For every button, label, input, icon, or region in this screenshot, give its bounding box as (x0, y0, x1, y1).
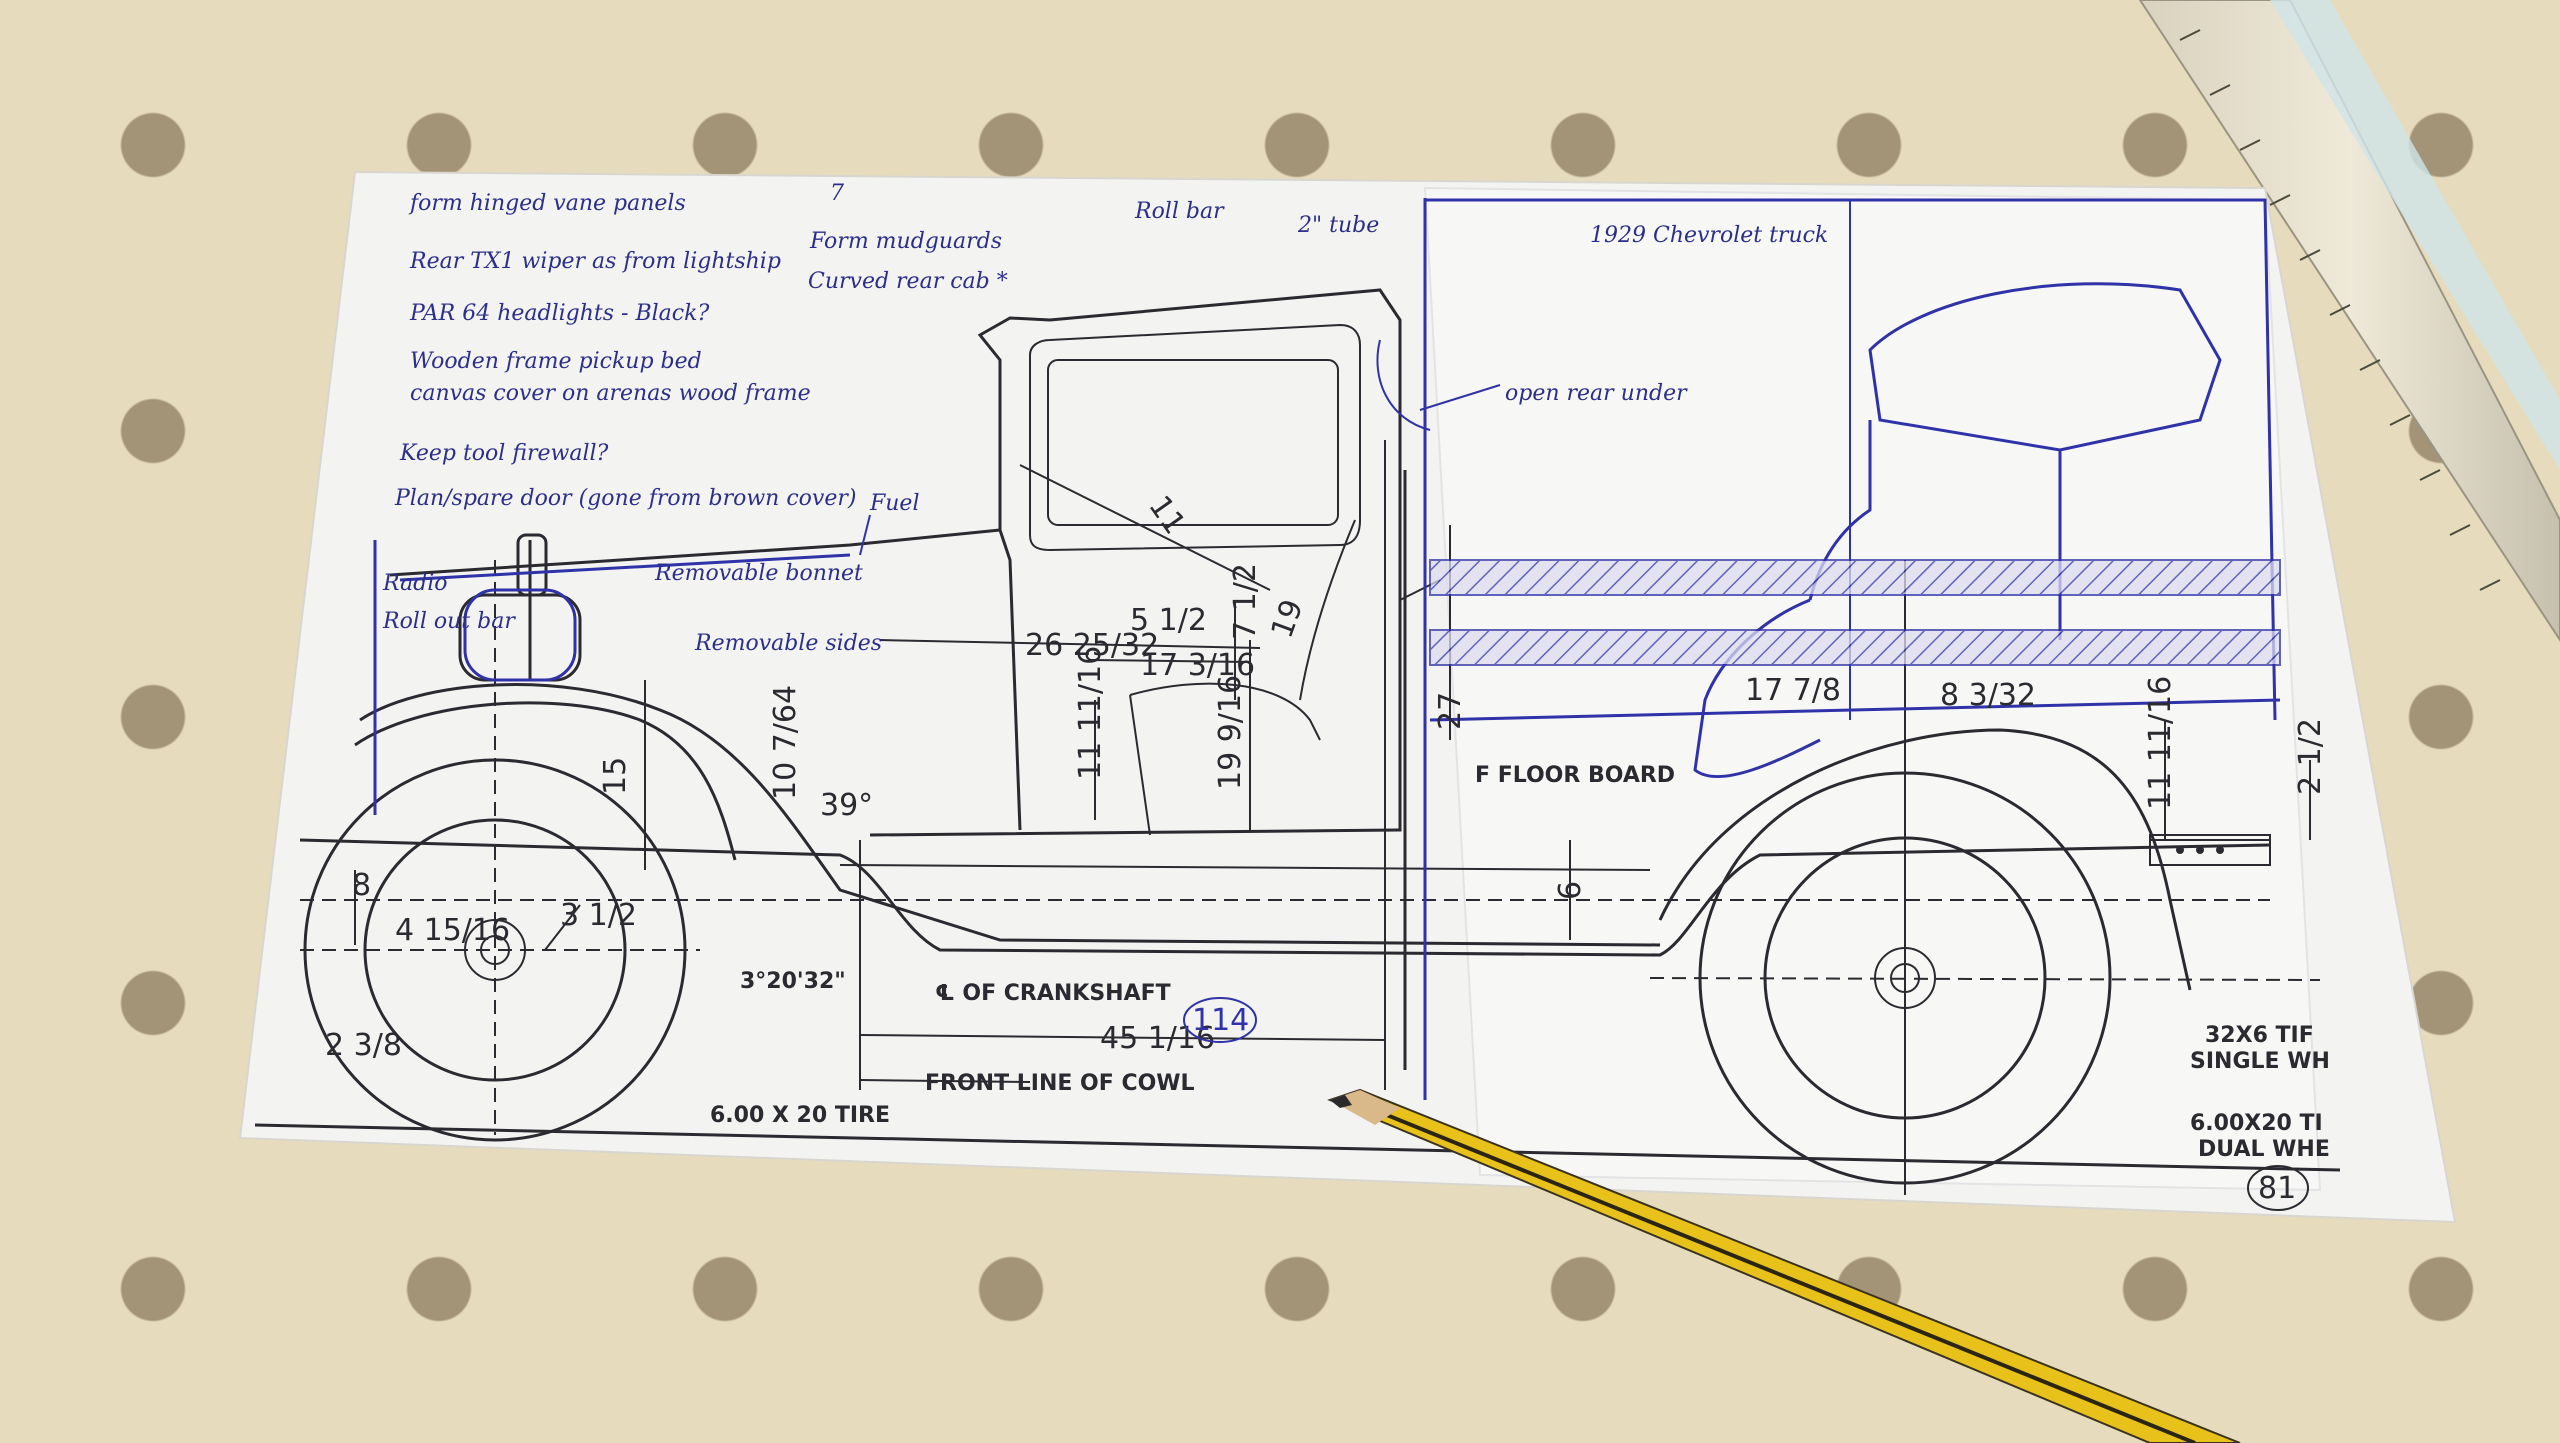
label-rear-tire-single-2: SINGLE WH (2190, 1049, 2330, 1074)
note-bonnet: Removable bonnet (654, 561, 863, 586)
label-rear-tire-dual: 6.00X20 TI (2190, 1111, 2323, 1136)
dim-circled-114: 114 (1192, 1003, 1249, 1038)
dim-bed-h: 27 (1433, 692, 1468, 730)
note-line-6: Keep tool firewall? (399, 441, 609, 466)
dim-bed-b: 8 3/32 (1940, 678, 2036, 713)
dim-wheel-b: 4 15/16 (395, 913, 510, 948)
label-front-tire: 6.00 X 20 TIRE (710, 1103, 890, 1128)
note-line-4: Wooden frame pickup bed (410, 349, 702, 374)
dim-fender-drop: 15 (598, 757, 633, 795)
dim-seat-h: 7 1/2 (1228, 563, 1263, 640)
note-open-rear: open rear under (1505, 381, 1688, 406)
dim-angle: 39° (820, 788, 873, 823)
printed-labels: F FLOOR BOARD ℄ OF CRANKSHAFT FRONT LINE… (710, 763, 2330, 1162)
note-sides: Removable sides (694, 631, 882, 656)
note-line-2: Rear TX1 wiper as from lightship (409, 249, 781, 274)
note-line-7: Plan/spare door (gone from brown cover) (394, 486, 856, 511)
dim-frame-h: 6 (1553, 881, 1588, 900)
dim-fender-h: 11 11/16 (2143, 676, 2178, 810)
label-rear-tire-dual-2: DUAL WHE (2198, 1137, 2330, 1162)
note-radio: Radio (382, 571, 448, 596)
circle-114-mark (1183, 997, 1257, 1043)
note-fuel: Fuel (869, 491, 920, 516)
handwritten-notes: form hinged vane panels Rear TX1 wiper a… (394, 191, 856, 511)
dim-wheel-d: 2 3/8 (325, 1028, 402, 1063)
note-roll-bar: Roll bar (1134, 199, 1225, 224)
note-tube: 2" tube (1297, 213, 1379, 238)
dim-bed-a: 17 7/8 (1745, 673, 1841, 708)
dim-seat: 17 3/16 (1140, 648, 1255, 683)
truck-drawing (299, 288, 2321, 1195)
pencil (1327, 1088, 2241, 1443)
note-line-5: canvas cover on arenas wood frame (410, 381, 811, 406)
scale-ruler (2138, 0, 2560, 642)
dim-hood-angle: 10 7/64 (768, 685, 803, 800)
drawing-paper (238, 170, 2457, 1224)
note-roll-out: Roll out bar (382, 609, 516, 634)
dim-rear-offset: 2 1/2 (2293, 718, 2328, 795)
tracing-overlay (1423, 186, 2322, 1192)
dim-door: 5 1/2 (1130, 603, 1207, 638)
label-front-line-cowl: FRONT LINE OF COWL (925, 1071, 1195, 1096)
dim-wheelbase-part: 45 1/16 (1100, 1021, 1215, 1056)
circle-81-mark (2247, 1165, 2309, 1211)
handwritten-notes-top: 7 Form mudguards Curved rear cab * Roll … (382, 181, 1828, 656)
label-rear-tire-single: 32X6 TIF (2205, 1023, 2314, 1048)
note-top-3: Curved rear cab * (808, 269, 1008, 294)
note-line-1: form hinged vane panels (408, 191, 686, 216)
note-top-2: Form mudguards (809, 229, 1002, 254)
dim-floor-h: 11 11/16 (1073, 646, 1108, 780)
label-floor-board: F FLOOR BOARD (1475, 763, 1675, 788)
note-line-3: PAR 64 headlights - Black? (409, 301, 709, 326)
note-top-1: 7 (830, 181, 844, 206)
label-spring-angle: 3°20'32" (740, 969, 846, 994)
note-truck-title: 1929 Chevrolet truck (1590, 223, 1828, 248)
dim-wheel-c: 3 1/2 (560, 898, 637, 933)
label-crankshaft: ℄ OF CRANKSHAFT (935, 981, 1171, 1006)
dim-cab-width: 26 25/32 (1025, 628, 1159, 663)
dim-wheel-a: 8 (352, 868, 371, 903)
dim-circled-81: 81 (2258, 1171, 2296, 1206)
dim-seat-riser: 19 9/16 (1213, 675, 1248, 790)
pen-sketch (373, 198, 2281, 1100)
